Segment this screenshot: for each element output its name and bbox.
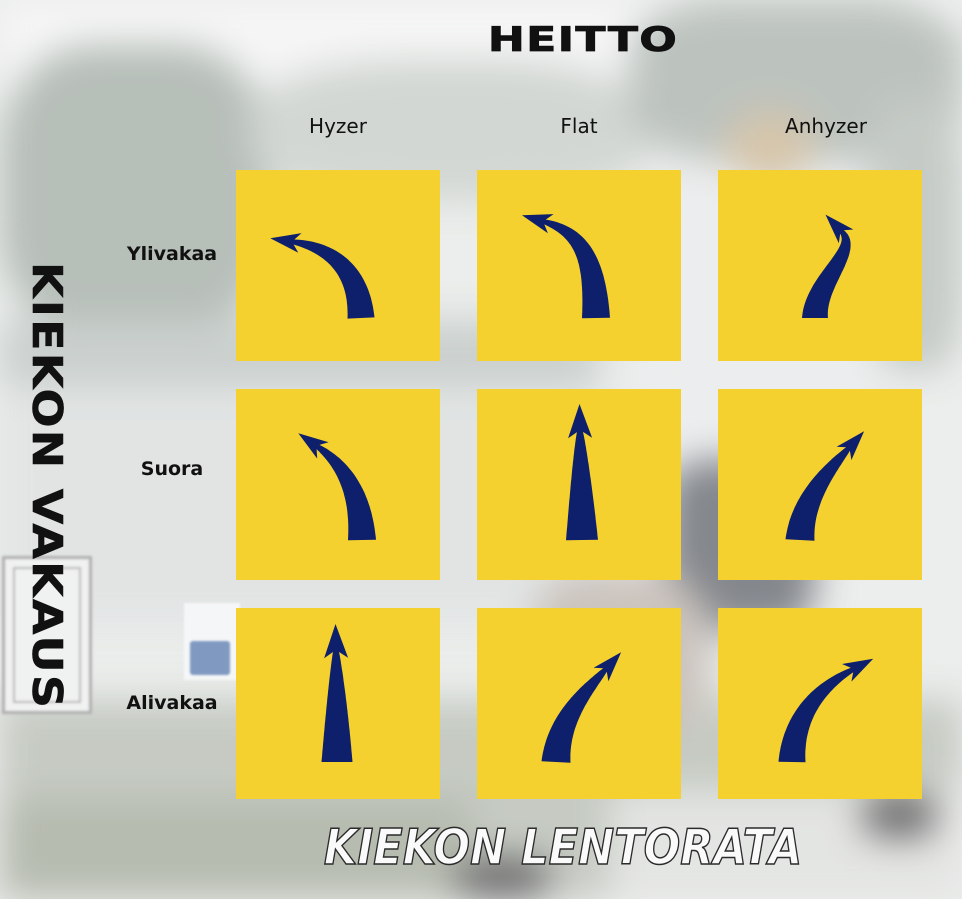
s-curve-arrow-icon — [802, 214, 854, 318]
late-curve-left-arrow-icon — [522, 214, 610, 319]
cell-suora-anhyzer — [718, 389, 922, 580]
cell-alivakaa-anhyzer — [718, 608, 922, 799]
background-sign — [2, 556, 92, 714]
flight-path-arrow — [298, 433, 376, 541]
curve-right-arrow-icon — [785, 431, 865, 541]
flight-path-arrow — [270, 233, 375, 319]
player-shoe-left — [455, 858, 550, 899]
background-banner — [184, 603, 240, 680]
footer-caption: KIEKON LENTORATA — [323, 819, 803, 877]
cell-ylivakaa-flat — [477, 170, 681, 361]
curve-right-arrow-icon — [541, 652, 622, 763]
flight-path-arrow — [802, 214, 854, 318]
cell-suora-hyzer — [236, 389, 440, 580]
cell-ylivakaa-anhyzer — [718, 170, 922, 361]
background-trees-left — [0, 45, 270, 335]
player-shoe-right — [862, 795, 937, 837]
row-header-alivakaa: Alivakaa — [126, 692, 218, 714]
column-header-hyzer: Hyzer — [309, 114, 367, 138]
curve-left-arrow-icon — [270, 233, 375, 319]
straight-up-arrow-icon — [566, 404, 598, 541]
flight-path-arrow — [522, 214, 610, 319]
cell-alivakaa-flat — [477, 608, 681, 799]
column-header-flat: Flat — [560, 114, 598, 138]
flight-path-arrow — [785, 431, 865, 541]
flight-path-arrow — [778, 658, 874, 763]
cell-ylivakaa-hyzer — [236, 170, 440, 361]
cell-suora-flat — [477, 389, 681, 580]
column-header-anhyzer: Anhyzer — [785, 114, 867, 138]
flight-path-arrow — [321, 624, 353, 762]
row-header-ylivakaa: Ylivakaa — [126, 243, 218, 265]
page-title: HEITTO — [487, 20, 679, 61]
row-header-suora: Suora — [140, 458, 204, 480]
straight-up-arrow-icon — [321, 624, 353, 762]
banner-logo — [190, 641, 230, 675]
curve-left-arrow-icon — [298, 433, 376, 541]
background-grass-shadow — [0, 800, 470, 899]
flight-path-arrow — [566, 404, 598, 541]
cell-alivakaa-hyzer — [236, 608, 440, 799]
side-label: KIEKON VAKAUS — [23, 261, 72, 711]
curve-right-arrow-icon — [778, 658, 874, 763]
flight-path-arrow — [541, 652, 622, 763]
